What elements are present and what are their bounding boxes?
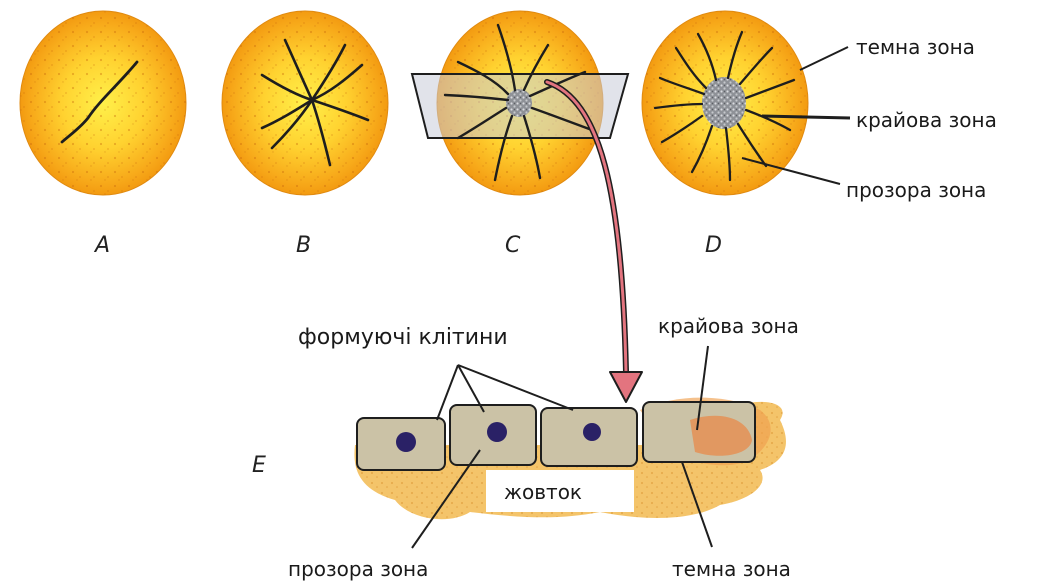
central-cell-cluster: [506, 89, 532, 117]
nucleus-3: [583, 423, 601, 441]
label-dark-zone-bottom: темна зона: [672, 557, 791, 581]
label-yolk: жовток: [504, 480, 582, 504]
disc-a: [20, 11, 186, 195]
leader-marginal-zone-top: [762, 116, 850, 118]
stage-label-d: D: [705, 233, 722, 258]
stage-label-a: A: [93, 233, 110, 258]
label-marginal-zone-bottom: крайова зона: [658, 314, 799, 338]
nucleus-2: [487, 422, 507, 442]
nucleus-1: [396, 432, 416, 452]
label-clear-zone-bottom: прозора зона: [288, 557, 428, 581]
label-forming-cells: формуючі клітини: [298, 325, 508, 350]
stage-label-e: E: [252, 453, 266, 478]
stage-label-c: C: [505, 233, 521, 258]
disc-c: [412, 11, 628, 195]
disc-b: [222, 11, 388, 195]
disc-d: [642, 11, 808, 195]
label-clear-zone-top: прозора зона: [846, 178, 986, 202]
label-marginal-zone-top: крайова зона: [856, 108, 997, 132]
stage-label-b: B: [296, 233, 311, 258]
leader-dark-zone-top: [800, 47, 848, 70]
label-dark-zone-top: темна зона: [856, 35, 975, 59]
